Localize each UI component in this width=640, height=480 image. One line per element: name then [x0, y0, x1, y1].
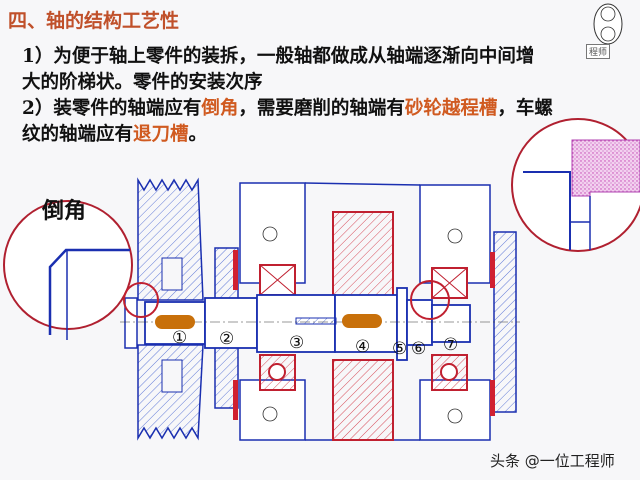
text: 2）装零件的轴端应有 [22, 98, 202, 119]
highlight-undercut: 退刀槽 [133, 124, 189, 145]
part-label-1: ① [172, 328, 187, 348]
shaft [120, 287, 520, 361]
point-1-line-2: 大的阶梯状。零件的安装次序 [22, 72, 263, 93]
bolt-centers [262, 226, 463, 424]
part-label-7: ⑦ [443, 335, 458, 355]
point-1-line-1: 1）为便于轴上零件的装拆，一般轴都做成从轴端逐渐向中间增 [22, 46, 535, 67]
highlight-grinding-groove: 砂轮越程槽 [404, 98, 498, 119]
grinding-groove-detail-circle [511, 118, 640, 252]
part-label-3: ③ [289, 333, 304, 353]
gear [332, 211, 394, 441]
point-2-line-1: 2）装零件的轴端应有倒角，需要磨削的轴端有砂轮越程槽，车螺 [22, 94, 553, 120]
chamfer-label: 倒角 [41, 198, 86, 224]
text: 纹的轴端应有 [22, 124, 134, 145]
watermark: 头条 @一位工程师 [490, 452, 615, 470]
bearings [259, 264, 468, 391]
part-label-6: ⑥ [411, 339, 426, 359]
text: ，车螺 [497, 98, 553, 119]
part-label-5: ⑤ [392, 339, 407, 359]
highlight-chamfer: 倒角 [201, 98, 239, 119]
slide-title: 四、轴的结构工艺性 [8, 10, 180, 32]
part-label-4: ④ [355, 337, 370, 357]
chamfer-detail-circle: 倒角 [3, 198, 133, 340]
keys [155, 314, 382, 329]
text: 。 [188, 124, 208, 145]
text: ，需要磨削的轴端有 [238, 98, 405, 119]
part-label-2: ② [219, 329, 234, 349]
marker-circles [123, 280, 450, 320]
point-2-line-2: 纹的轴端应有退刀槽。 [22, 120, 207, 146]
logo-text: 程师 [586, 44, 611, 59]
pulley [124, 177, 204, 441]
